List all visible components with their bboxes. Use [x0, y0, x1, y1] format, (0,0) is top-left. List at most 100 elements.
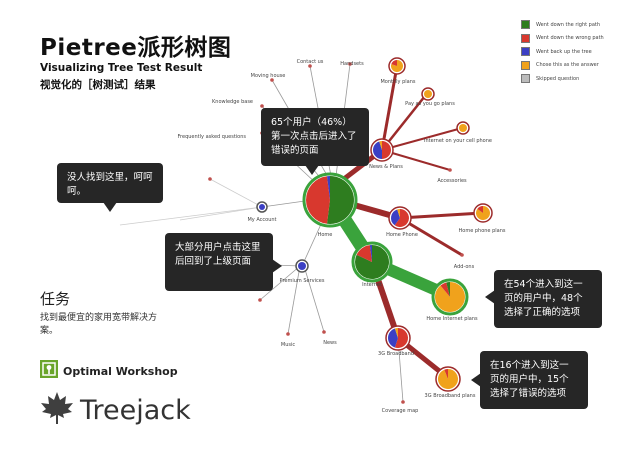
callout-correct-text: 在54个进入到这一页的用户中，48个选择了正确的选项	[504, 279, 583, 318]
link-newsplans-monthly	[380, 65, 399, 151]
treejack-label: Treejack	[80, 394, 191, 426]
leaf-node-dot[interactable]	[258, 298, 262, 302]
leaf-node-dot[interactable]	[348, 62, 352, 66]
legend: Went down the right path Went down the w…	[521, 18, 604, 86]
leaf-node-dot[interactable]	[401, 400, 405, 404]
label-coverage-map[interactable]: Coverage map	[382, 408, 419, 414]
pie-node-internet[interactable]	[351, 241, 393, 283]
pie-node-home-phone[interactable]	[388, 206, 412, 230]
label-home[interactable]: Home	[318, 232, 333, 238]
link-home-premium	[301, 221, 323, 267]
legend-item: Went back up the tree	[521, 45, 604, 59]
pie-node-3g-broadband-plans[interactable]	[435, 366, 461, 392]
legend-label: Skipped question	[536, 75, 580, 82]
label-handsets[interactable]: Handsets	[340, 61, 364, 67]
leaf-node-dot[interactable]	[460, 253, 464, 257]
pie-slice	[397, 209, 400, 218]
callout-tail	[485, 290, 495, 304]
pie-node-internet-cell[interactable]	[456, 121, 470, 135]
label-my-account[interactable]: My Account	[247, 217, 276, 223]
legend-item: Skipped question	[521, 72, 604, 86]
label-home-phone-plans[interactable]: Home phone plans	[459, 228, 506, 234]
callout-tail	[103, 202, 117, 212]
leaf-node-dot[interactable]	[260, 104, 264, 108]
leaf-node-dot[interactable]	[208, 177, 212, 181]
pie-node-news-plans[interactable]	[370, 138, 394, 162]
subtitle-chinese: 视觉化的［树测试］结果	[40, 79, 156, 91]
link-homephone-addons	[399, 216, 463, 257]
label-news-plans[interactable]: News & Plans	[369, 164, 403, 170]
leaf-node-dot[interactable]	[322, 330, 326, 334]
callout-wrong-text: 在16个进入到这一页的用户中，15个选择了错误的选项	[490, 360, 569, 399]
pie-node-my-account[interactable]	[256, 201, 268, 213]
label-3g-broadband[interactable]: 3G Broadband	[378, 351, 414, 357]
pie-node-home[interactable]	[302, 172, 358, 228]
pie-slice	[391, 60, 397, 66]
legend-item: Went down the right path	[521, 18, 604, 32]
pie-slice	[373, 141, 382, 159]
legend-swatch	[521, 33, 530, 43]
label-contact-us[interactable]: Contact us	[297, 59, 324, 65]
legend-swatch	[521, 47, 530, 57]
pie-node-3g-broadband[interactable]	[385, 325, 411, 351]
legend-label: Chose this as the answer	[536, 62, 599, 69]
optimal-workshop-label: Optimal Workshop	[63, 364, 178, 378]
leaf-node-dot[interactable]	[270, 78, 274, 82]
callout-went-back-text: 大部分用户点击这里后回到了上级页面	[175, 242, 261, 267]
callout-tail	[272, 259, 282, 273]
pie-node-premium-services[interactable]	[295, 259, 309, 273]
link-premium-news	[303, 265, 325, 333]
pie-node-home-phone-plans[interactable]	[473, 203, 493, 223]
label-premium-services[interactable]: Premium Services	[280, 278, 325, 284]
label-knowledge-base[interactable]: Knowledge base	[212, 99, 253, 105]
link-homephone-plans	[399, 211, 483, 220]
label-music[interactable]: Music	[281, 342, 295, 348]
label-faq[interactable]: Frequently asked questions	[178, 134, 247, 140]
link-newsplans-cell	[381, 127, 463, 151]
pie-slice	[305, 176, 330, 224]
treejack-brand: Treejack	[38, 390, 191, 430]
optimal-workshop-logo-icon	[40, 360, 58, 382]
pie-slice	[394, 328, 409, 349]
pie-slice	[379, 141, 382, 150]
label-home-phone[interactable]: Home Phone	[386, 232, 418, 238]
callout-nobody-text: 没人找到这里，呵呵呵。	[67, 172, 153, 197]
pie-slice	[391, 60, 404, 72]
label-news[interactable]: News	[323, 340, 337, 346]
task-description: 找到最便宜的家用宽带解决方案。	[40, 313, 158, 336]
pie-slice	[394, 209, 409, 228]
callout-nobody: 没人找到这里，呵呵呵。	[57, 163, 163, 212]
legend-swatch	[521, 20, 530, 30]
legend-swatch	[521, 60, 530, 70]
pie-slice	[459, 124, 467, 132]
legend-label: Went down the right path	[536, 21, 601, 28]
label-pay-as-you-go[interactable]: Pay as you go plans	[405, 101, 455, 107]
legend-label: Went down the wrong path	[536, 35, 604, 42]
label-add-ons[interactable]: Add-ons	[454, 264, 475, 270]
label-home-internet-plans[interactable]: Home Internet plans	[426, 316, 478, 322]
pie-slice	[424, 90, 432, 98]
label-accessories[interactable]: Accessories	[437, 178, 467, 184]
legend-swatch	[521, 74, 530, 84]
callout-correct: 在54个进入到这一页的用户中，48个选择了正确的选项	[485, 270, 602, 328]
callout-first-click-text: 65个用户（46%）第一次点击后进入了错误的页面	[271, 117, 357, 156]
pie-node-home-internet-plans[interactable]	[431, 278, 469, 316]
label-moving-house[interactable]: Moving house	[251, 73, 286, 79]
label-monthly-plans[interactable]: Monthly plans	[380, 79, 415, 85]
subtitle-english: Visualizing Tree Test Result	[40, 62, 203, 74]
leaf-node-dot[interactable]	[308, 64, 312, 68]
pie-node-monthly-plans[interactable]	[388, 57, 406, 75]
pie-slice	[390, 209, 400, 226]
link-myaccount-b	[179, 206, 263, 221]
legend-item: Chose this as the answer	[521, 59, 604, 73]
label-internet[interactable]: Internet	[362, 282, 382, 288]
leaf-node-dot[interactable]	[286, 332, 290, 336]
callout-went-back: 大部分用户点击这里后回到了上级页面	[165, 233, 282, 291]
label-3g-broadband-plans[interactable]: 3G Broadband plans	[425, 393, 476, 399]
callout-tail	[471, 373, 481, 387]
pie-slice	[394, 328, 398, 338]
label-internet-cell[interactable]: Internet on your cell phone	[424, 138, 492, 144]
pie-node-pay-as-you-go[interactable]	[421, 87, 435, 101]
leaf-node-dot[interactable]	[448, 168, 452, 172]
